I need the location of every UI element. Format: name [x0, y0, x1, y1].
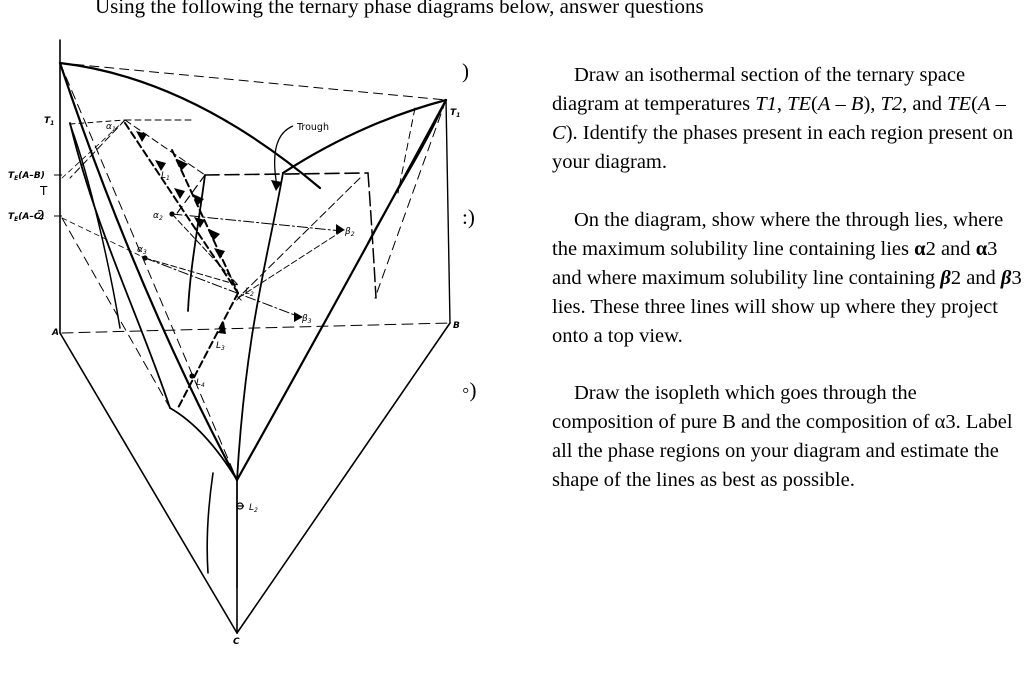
eutectic-tie-ab: [204, 172, 369, 176]
dashed-a-to-b: [59, 62, 447, 101]
solidus-curve-a2: [69, 122, 171, 409]
dashed-a-to-c: [59, 62, 238, 481]
ternary-trough-curve: [236, 172, 284, 481]
question-text-run: T1: [755, 93, 777, 115]
tie-te-ac: [61, 217, 146, 259]
te-ac-label: TE(A–C): [8, 212, 45, 223]
alpha3-label: α3: [137, 245, 147, 256]
question-text-run: , and: [902, 93, 948, 115]
solvus-bottom-left: [206, 472, 214, 574]
trough-label: Trough: [296, 122, 329, 133]
l2-bottom-label: L2: [249, 503, 258, 514]
tie-t1-short: [69, 119, 126, 125]
base-edge-bc: [236, 322, 451, 634]
tie-alpha3-l2: [144, 257, 239, 286]
base-edge-ac: [59, 332, 238, 634]
question-text-run: β: [940, 267, 951, 289]
question-text-run: TE: [787, 93, 812, 115]
overlay-two: 2: [37, 208, 45, 222]
crystallization-path-2: [171, 149, 239, 294]
question-3-text: Draw the isopleth which goes through the…: [552, 379, 1022, 495]
liquidus-edge-ab-left: [58, 61, 322, 190]
question-text-run: TE: [947, 93, 972, 115]
liquidus-edge-ab-right: [281, 98, 448, 175]
question-text-run: ,: [776, 93, 788, 115]
solvus-left: [69, 123, 121, 329]
dashed-b-drop: [374, 99, 447, 299]
solidus-curve-a3: [169, 407, 238, 481]
alpha1-label: α1: [106, 122, 116, 133]
axis-b-vertical: [445, 99, 451, 324]
tie-a1-a2: [174, 174, 206, 217]
question-text-run: β: [1000, 267, 1012, 289]
tie-te-ab: [61, 119, 126, 179]
question-text-run: α: [975, 238, 988, 260]
trough-pointer: [274, 125, 294, 187]
page-heading: Using the following the ternary phase di…: [95, 0, 704, 18]
dashed-left-inner: [61, 217, 171, 409]
point-markers: [142, 211, 244, 510]
question-text-run: α: [914, 238, 926, 260]
arrow-heads: [136, 131, 345, 334]
crystallization-path-3: [177, 292, 239, 409]
corner-a-label: A: [51, 328, 59, 338]
dashed-b-inner: [397, 107, 416, 194]
tie-corner-l2: [237, 177, 361, 299]
question-2-marker: :): [462, 205, 475, 229]
corner-c-label: C: [233, 637, 240, 647]
tie-alpha2-l2: [171, 213, 239, 286]
question-text-run: (: [811, 93, 818, 115]
question-text-run: Draw an isothermal section of the ternar…: [552, 64, 966, 115]
question-text-run: On the diagram, show where the through l…: [552, 209, 1004, 260]
question-text-run: ). Identify the phases present in each r…: [552, 122, 1014, 173]
tie-beta2-l2: [237, 230, 343, 299]
tie-alpha3-beta3: [144, 257, 301, 318]
question-text-run: (: [971, 93, 978, 115]
liquidus-edge-ac: [58, 61, 239, 482]
question-text-run: 3 and where maximum solubility line cont…: [552, 238, 998, 289]
question-text-run: A: [817, 93, 831, 115]
t-axis-label: T: [39, 184, 48, 198]
question-text-run: T2: [880, 93, 903, 115]
t1-right-label: T1: [450, 108, 460, 119]
question-text-run: –: [990, 93, 1006, 115]
tie-alpha1-left: [69, 119, 126, 179]
l3-label: L3: [216, 341, 225, 352]
question-text-run: 3. Label all the phase regions on your d…: [552, 411, 1013, 491]
question-text-run: 2 and: [925, 238, 976, 260]
question-text-run: ),: [863, 93, 881, 115]
question-text-run: Draw the isopleth which goes through the…: [552, 382, 935, 433]
corner-b-label: B: [453, 321, 460, 331]
question-text-run: –: [830, 93, 851, 115]
tie-alpha2-beta2: [171, 213, 343, 232]
question-text-run: α: [934, 411, 946, 433]
tie-alpha1-corner: [124, 119, 206, 176]
l2-cross-marker: ×: [235, 293, 243, 304]
te-ab-label: TE(A–B): [8, 171, 45, 182]
crystallization-path-1: [124, 122, 239, 294]
l4-label: L4: [196, 378, 205, 389]
base-edge-ab: [61, 322, 451, 334]
l2-label: L2: [245, 287, 254, 298]
question-text-run: B: [850, 93, 864, 115]
question-text-run: 3 lies. These three lines will show up w…: [552, 267, 1022, 347]
question-1-marker: ): [462, 59, 469, 83]
liquidus-edge-bc: [235, 98, 448, 482]
solvus-right: [367, 172, 377, 299]
question-text-run: 2 and: [950, 267, 1001, 289]
beta3-label: β3: [301, 314, 312, 325]
t1-left-label: T1: [44, 116, 54, 127]
solidus-curve-b1: [367, 99, 447, 244]
question-1-text: Draw an isothermal section of the ternar…: [552, 61, 1022, 177]
ternary-phase-diagram: × T1 T1 TE(A–B) T TE(A–C) 2 A B C Trough…: [8, 39, 460, 647]
question-text-run: C: [552, 122, 566, 144]
l1-label: L1: [161, 171, 170, 182]
alpha2-label: α2: [153, 211, 163, 222]
question-text-run: A: [977, 93, 991, 115]
solidus-curve-a1: [187, 174, 206, 312]
beta2-label: β2: [344, 227, 355, 238]
question-2-text: On the diagram, show where the through l…: [552, 206, 1022, 351]
question-3-marker: ◦): [462, 378, 477, 402]
